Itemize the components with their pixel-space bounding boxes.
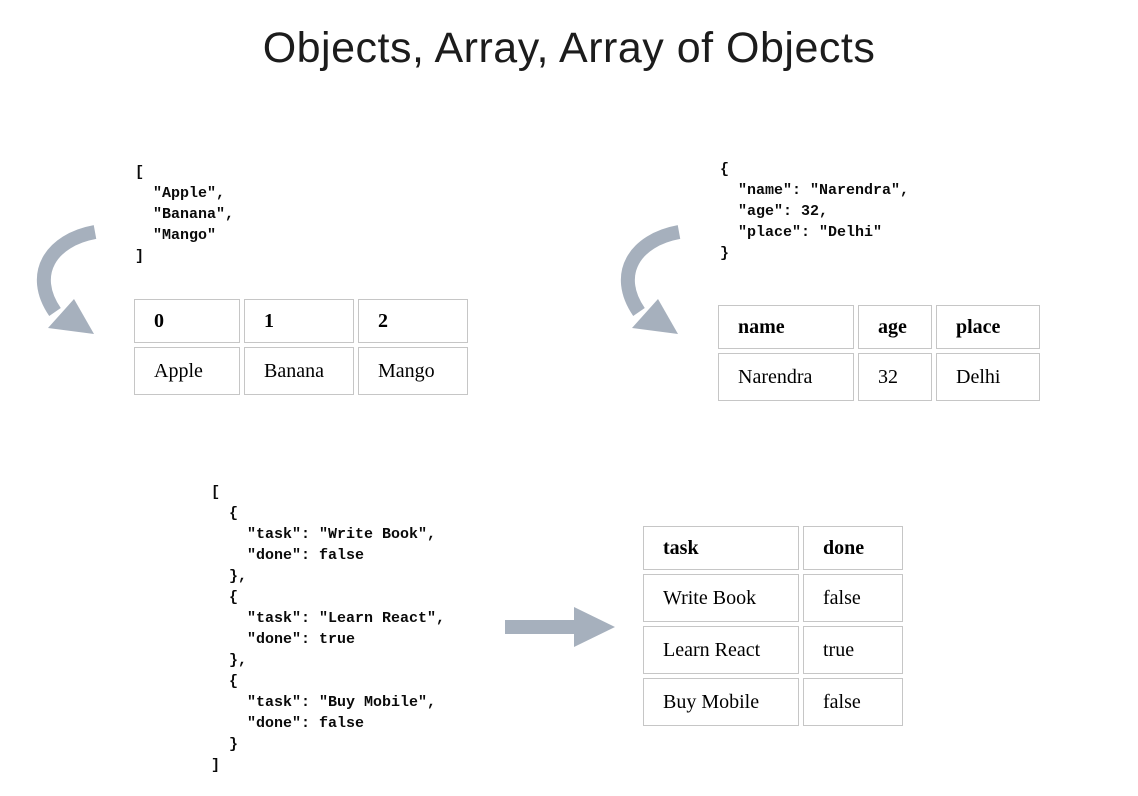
table-cell: Banana [244, 347, 354, 395]
json-array-of-objects-code: [ { "task": "Write Book", "done": false … [211, 484, 446, 774]
table-cell: Write Book [643, 574, 799, 622]
table-cell: true [803, 626, 903, 674]
header-cell: name [718, 305, 854, 349]
table-cell: false [803, 574, 903, 622]
table-cell: 32 [858, 353, 932, 401]
page-title: Objects, Array, Array of Objects [262, 24, 876, 72]
header-cell: 1 [244, 299, 354, 343]
right-arrow-icon [505, 607, 615, 647]
array-of-objects-table: task done Write Book false Learn React t… [639, 522, 907, 730]
curved-arrow-icon [37, 225, 97, 334]
table-cell: false [803, 678, 903, 726]
table-cell: Buy Mobile [643, 678, 799, 726]
header-cell: place [936, 305, 1040, 349]
table-cell: Delhi [936, 353, 1040, 401]
json-array-code: [ "Apple", "Banana", "Mango" ] [135, 164, 235, 265]
table-row: Write Book false [643, 574, 903, 622]
table-cell: Narendra [718, 353, 854, 401]
table-row: Learn React true [643, 626, 903, 674]
table-cell: Apple [134, 347, 240, 395]
header-cell: task [643, 526, 799, 570]
json-object-code: { "name": "Narendra", "age": 32, "place"… [720, 161, 910, 262]
table-row: Apple Banana Mango [134, 347, 468, 395]
table-header-row: 0 1 2 [134, 299, 468, 343]
header-cell: 2 [358, 299, 468, 343]
array-table: 0 1 2 Apple Banana Mango [130, 295, 472, 399]
object-table: name age place Narendra 32 Delhi [714, 301, 1044, 405]
table-header-row: task done [643, 526, 903, 570]
table-header-row: name age place [718, 305, 1040, 349]
table-cell: Learn React [643, 626, 799, 674]
table-row: Buy Mobile false [643, 678, 903, 726]
header-cell: 0 [134, 299, 240, 343]
table-row: Narendra 32 Delhi [718, 353, 1040, 401]
header-cell: done [803, 526, 903, 570]
header-cell: age [858, 305, 932, 349]
curved-arrow-icon [621, 225, 681, 334]
table-cell: Mango [358, 347, 468, 395]
